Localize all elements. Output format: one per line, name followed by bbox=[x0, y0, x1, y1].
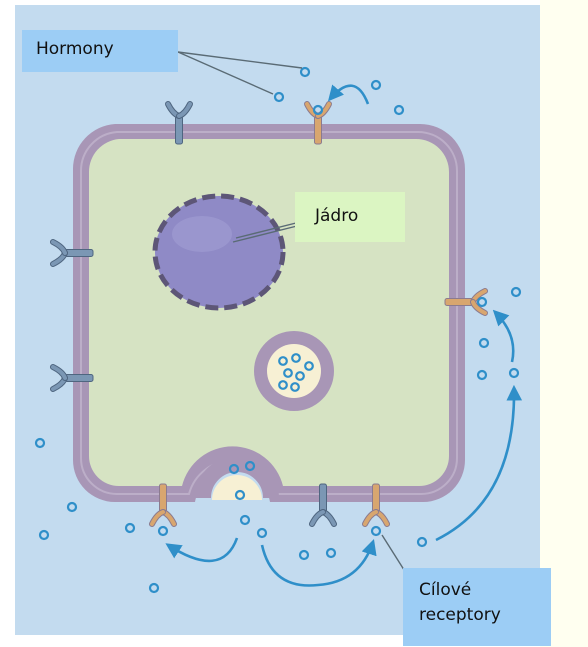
nucleus-label: Jádro bbox=[295, 192, 405, 242]
hormones-label: Hormony bbox=[22, 30, 178, 72]
receptors-label-line2: receptory bbox=[419, 603, 551, 628]
receptors-label: Cílové receptory bbox=[403, 568, 551, 646]
cell bbox=[73, 124, 465, 502]
nucleus-label-text: Jádro bbox=[315, 206, 358, 226]
side-panel bbox=[540, 0, 588, 647]
hormones-label-text: Hormony bbox=[36, 39, 114, 59]
vesicle bbox=[254, 331, 334, 411]
nucleus bbox=[155, 196, 283, 308]
receptors-label-line1: Cílové bbox=[419, 578, 551, 603]
